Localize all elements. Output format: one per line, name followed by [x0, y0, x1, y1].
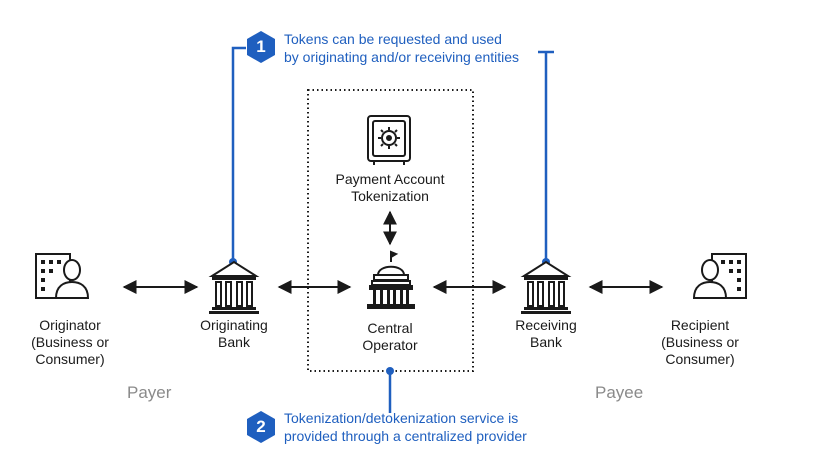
central-operator-label-line-2: Operator — [362, 337, 418, 353]
badge-2-number: 2 — [256, 417, 266, 436]
badge-1-number: 1 — [256, 37, 266, 56]
originator-label: Originator (Business or Consumer) — [20, 317, 120, 368]
tokenization-label-line-2: Tokenization — [351, 188, 429, 204]
callout-1-line-2: by originating and/or receiving entities — [284, 49, 520, 65]
receiving-bank-label-line-2: Bank — [530, 334, 562, 350]
badge-2-hexagon — [247, 411, 275, 443]
receiving-bank-label: Receiving Bank — [496, 317, 596, 351]
recipient-label-line-3: Consumer) — [665, 351, 735, 367]
recipient-label: Recipient (Business or Consumer) — [650, 317, 750, 368]
originator-label-line-3: Consumer) — [35, 351, 105, 367]
originating-bank-label-line-1: Originating — [200, 317, 268, 333]
originator-label-line-1: Originator — [39, 317, 101, 333]
central-provider-connector-dot — [386, 367, 394, 375]
callout-1-text: Tokens can be requested and used by orig… — [284, 30, 519, 66]
originating-bank-icon — [208, 261, 260, 315]
originator-person-building-icon — [35, 253, 89, 299]
originating-bank-label-line-2: Bank — [218, 334, 250, 350]
recipient-person-building-icon — [693, 253, 747, 299]
tokenization-label-line-1: Payment Account — [335, 171, 445, 187]
central-provider-boundary — [307, 89, 474, 372]
central-operator-label: Central Operator — [340, 320, 440, 354]
tokenization-label: Payment Account Tokenization — [320, 171, 460, 205]
callout-2-line-2: provided through a centralized provider — [284, 428, 527, 444]
badge-1-hexagon — [247, 31, 275, 63]
recipient-label-line-2: (Business or — [661, 334, 739, 350]
callout-2-text: Tokenization/detokenization service is p… — [284, 409, 527, 445]
receiving-bank-label-line-1: Receiving — [515, 317, 577, 333]
callout-2-line-1: Tokenization/detokenization service is — [284, 410, 519, 426]
capitol-building-icon — [367, 250, 415, 309]
central-operator-label-line-1: Central — [367, 320, 413, 336]
callout-1-line-1: Tokens can be requested and used — [284, 31, 502, 47]
payer-label: Payer — [127, 383, 172, 402]
originator-label-line-2: (Business or — [31, 334, 109, 350]
originating-bank-label: Originating Bank — [184, 317, 284, 351]
recipient-label-line-1: Recipient — [670, 317, 730, 333]
callout-1-connector — [231, 46, 554, 262]
safe-icon — [367, 115, 411, 165]
payee-label: Payee — [595, 383, 644, 402]
receiving-bank-icon — [520, 261, 572, 315]
